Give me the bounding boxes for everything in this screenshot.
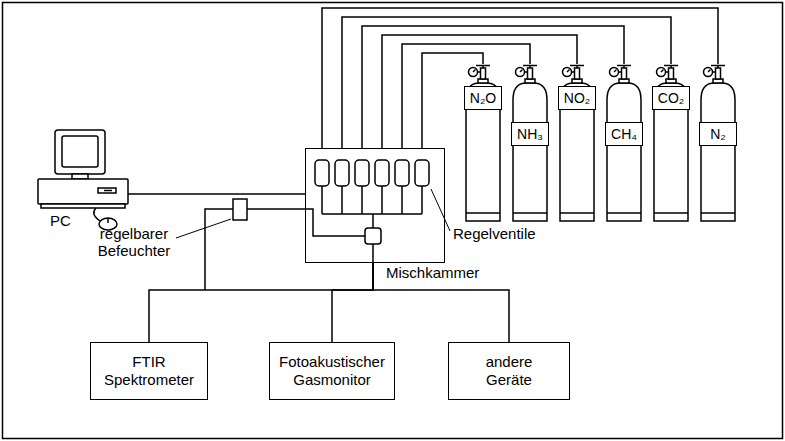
instrument-box: Fotoakustischer Gasmonitor	[269, 342, 395, 400]
gas-cylinder: N₂O	[465, 64, 501, 222]
cylinder-band	[654, 212, 688, 214]
gauge-needle	[473, 70, 476, 73]
control-valve	[315, 160, 429, 186]
gas-cylinder: N₂	[700, 64, 736, 222]
cylinder-band	[607, 212, 641, 214]
gauge-needle	[614, 70, 617, 73]
gauge-pipe	[619, 71, 622, 73]
gas-line	[342, 17, 671, 148]
gauge-needle	[661, 70, 664, 73]
box-label: FTIR Spektrometer	[97, 353, 201, 389]
gas-cylinder: NH₃	[512, 64, 548, 222]
computer: PC	[30, 125, 128, 240]
pressure-gauge	[563, 68, 572, 77]
part-label: regelbarer Befeuchter	[92, 226, 176, 259]
valve-stem	[716, 68, 721, 79]
computer-label: PC	[50, 212, 71, 229]
box-label: Fotoakustischer Gasmonitor	[276, 353, 388, 389]
pressure-gauge	[657, 68, 666, 77]
mixing-lines	[322, 186, 422, 263]
gas-label: N₂	[699, 122, 737, 146]
valve-stem	[669, 68, 674, 79]
cylinder-body	[513, 83, 547, 221]
gas-line	[373, 263, 509, 342]
valve-handle	[576, 66, 578, 69]
leader-line	[431, 189, 450, 231]
pressure-gauge	[704, 68, 713, 77]
gas-line	[332, 263, 373, 342]
valve-handle	[623, 66, 625, 69]
gas-cylinder: CO₂	[653, 64, 689, 222]
gauge-needle	[567, 70, 570, 73]
cylinder-body	[607, 83, 641, 221]
valve-handle	[670, 66, 672, 69]
gauge-pipe	[666, 71, 669, 73]
cylinder-band	[513, 212, 547, 214]
humidifier-line	[205, 209, 365, 290]
valve-stem	[622, 68, 627, 79]
cylinder-band	[701, 212, 735, 214]
instrument-box: andere Geräte	[448, 342, 570, 400]
gas-cylinder: CH₄	[606, 64, 642, 222]
humidifier-symbol	[233, 199, 247, 220]
cylinder-band	[466, 212, 500, 214]
mixer-symbol	[365, 228, 381, 244]
gas-label: NH₃	[511, 122, 549, 146]
gauge-pipe	[713, 71, 716, 73]
box-label: andere Geräte	[474, 353, 544, 389]
gauge-needle	[520, 70, 523, 73]
valve-handle	[529, 66, 531, 69]
gas-label: CH₄	[605, 122, 643, 146]
cylinder-band	[560, 212, 594, 214]
valve-handle	[717, 66, 719, 69]
part-label: Regelventile	[453, 226, 536, 243]
gauge-pipe	[478, 71, 481, 73]
frame	[3, 3, 783, 439]
pressure-gauge	[516, 68, 525, 77]
gauge-pipe	[525, 71, 528, 73]
gas-label: N₂O	[464, 86, 502, 110]
chamber-label: Mischkammer	[386, 264, 479, 281]
valve-stem	[481, 68, 486, 79]
gas-line	[128, 193, 305, 195]
mixing-chamber: Mischkammer	[305, 148, 445, 263]
valve-handle	[482, 66, 484, 69]
valve-stem	[575, 68, 580, 79]
gauge-pipe	[572, 71, 575, 73]
gas-line	[149, 263, 373, 342]
leader-line	[176, 219, 231, 238]
valve-stem	[528, 68, 533, 79]
pc-symbol	[38, 130, 128, 230]
gas-label: CO₂	[652, 86, 690, 110]
instrument-box: FTIR Spektrometer	[90, 342, 208, 400]
pressure-gauge	[469, 68, 478, 77]
cylinder-body	[701, 83, 735, 221]
gas-label: NO₂	[558, 86, 596, 110]
gas-cylinder: NO₂	[559, 64, 595, 222]
gauge-needle	[708, 70, 711, 73]
pressure-gauge	[610, 68, 619, 77]
